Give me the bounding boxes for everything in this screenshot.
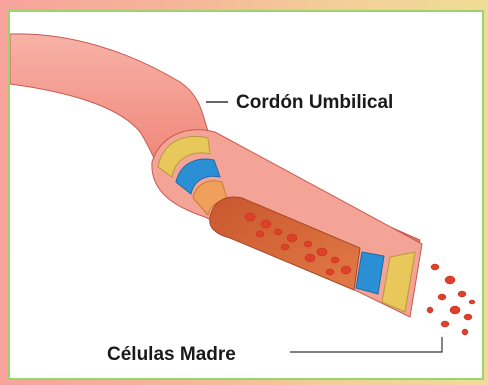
cells-released [427,264,475,335]
diagram-panel: Cordón Umbilical Células Madre [8,10,484,380]
label-stem-cells: Células Madre [107,344,236,366]
stem-leader-line [290,337,442,352]
umbilical-cord-diagram [10,12,484,380]
label-umbilical-cord: Cordón Umbilical [236,92,393,114]
